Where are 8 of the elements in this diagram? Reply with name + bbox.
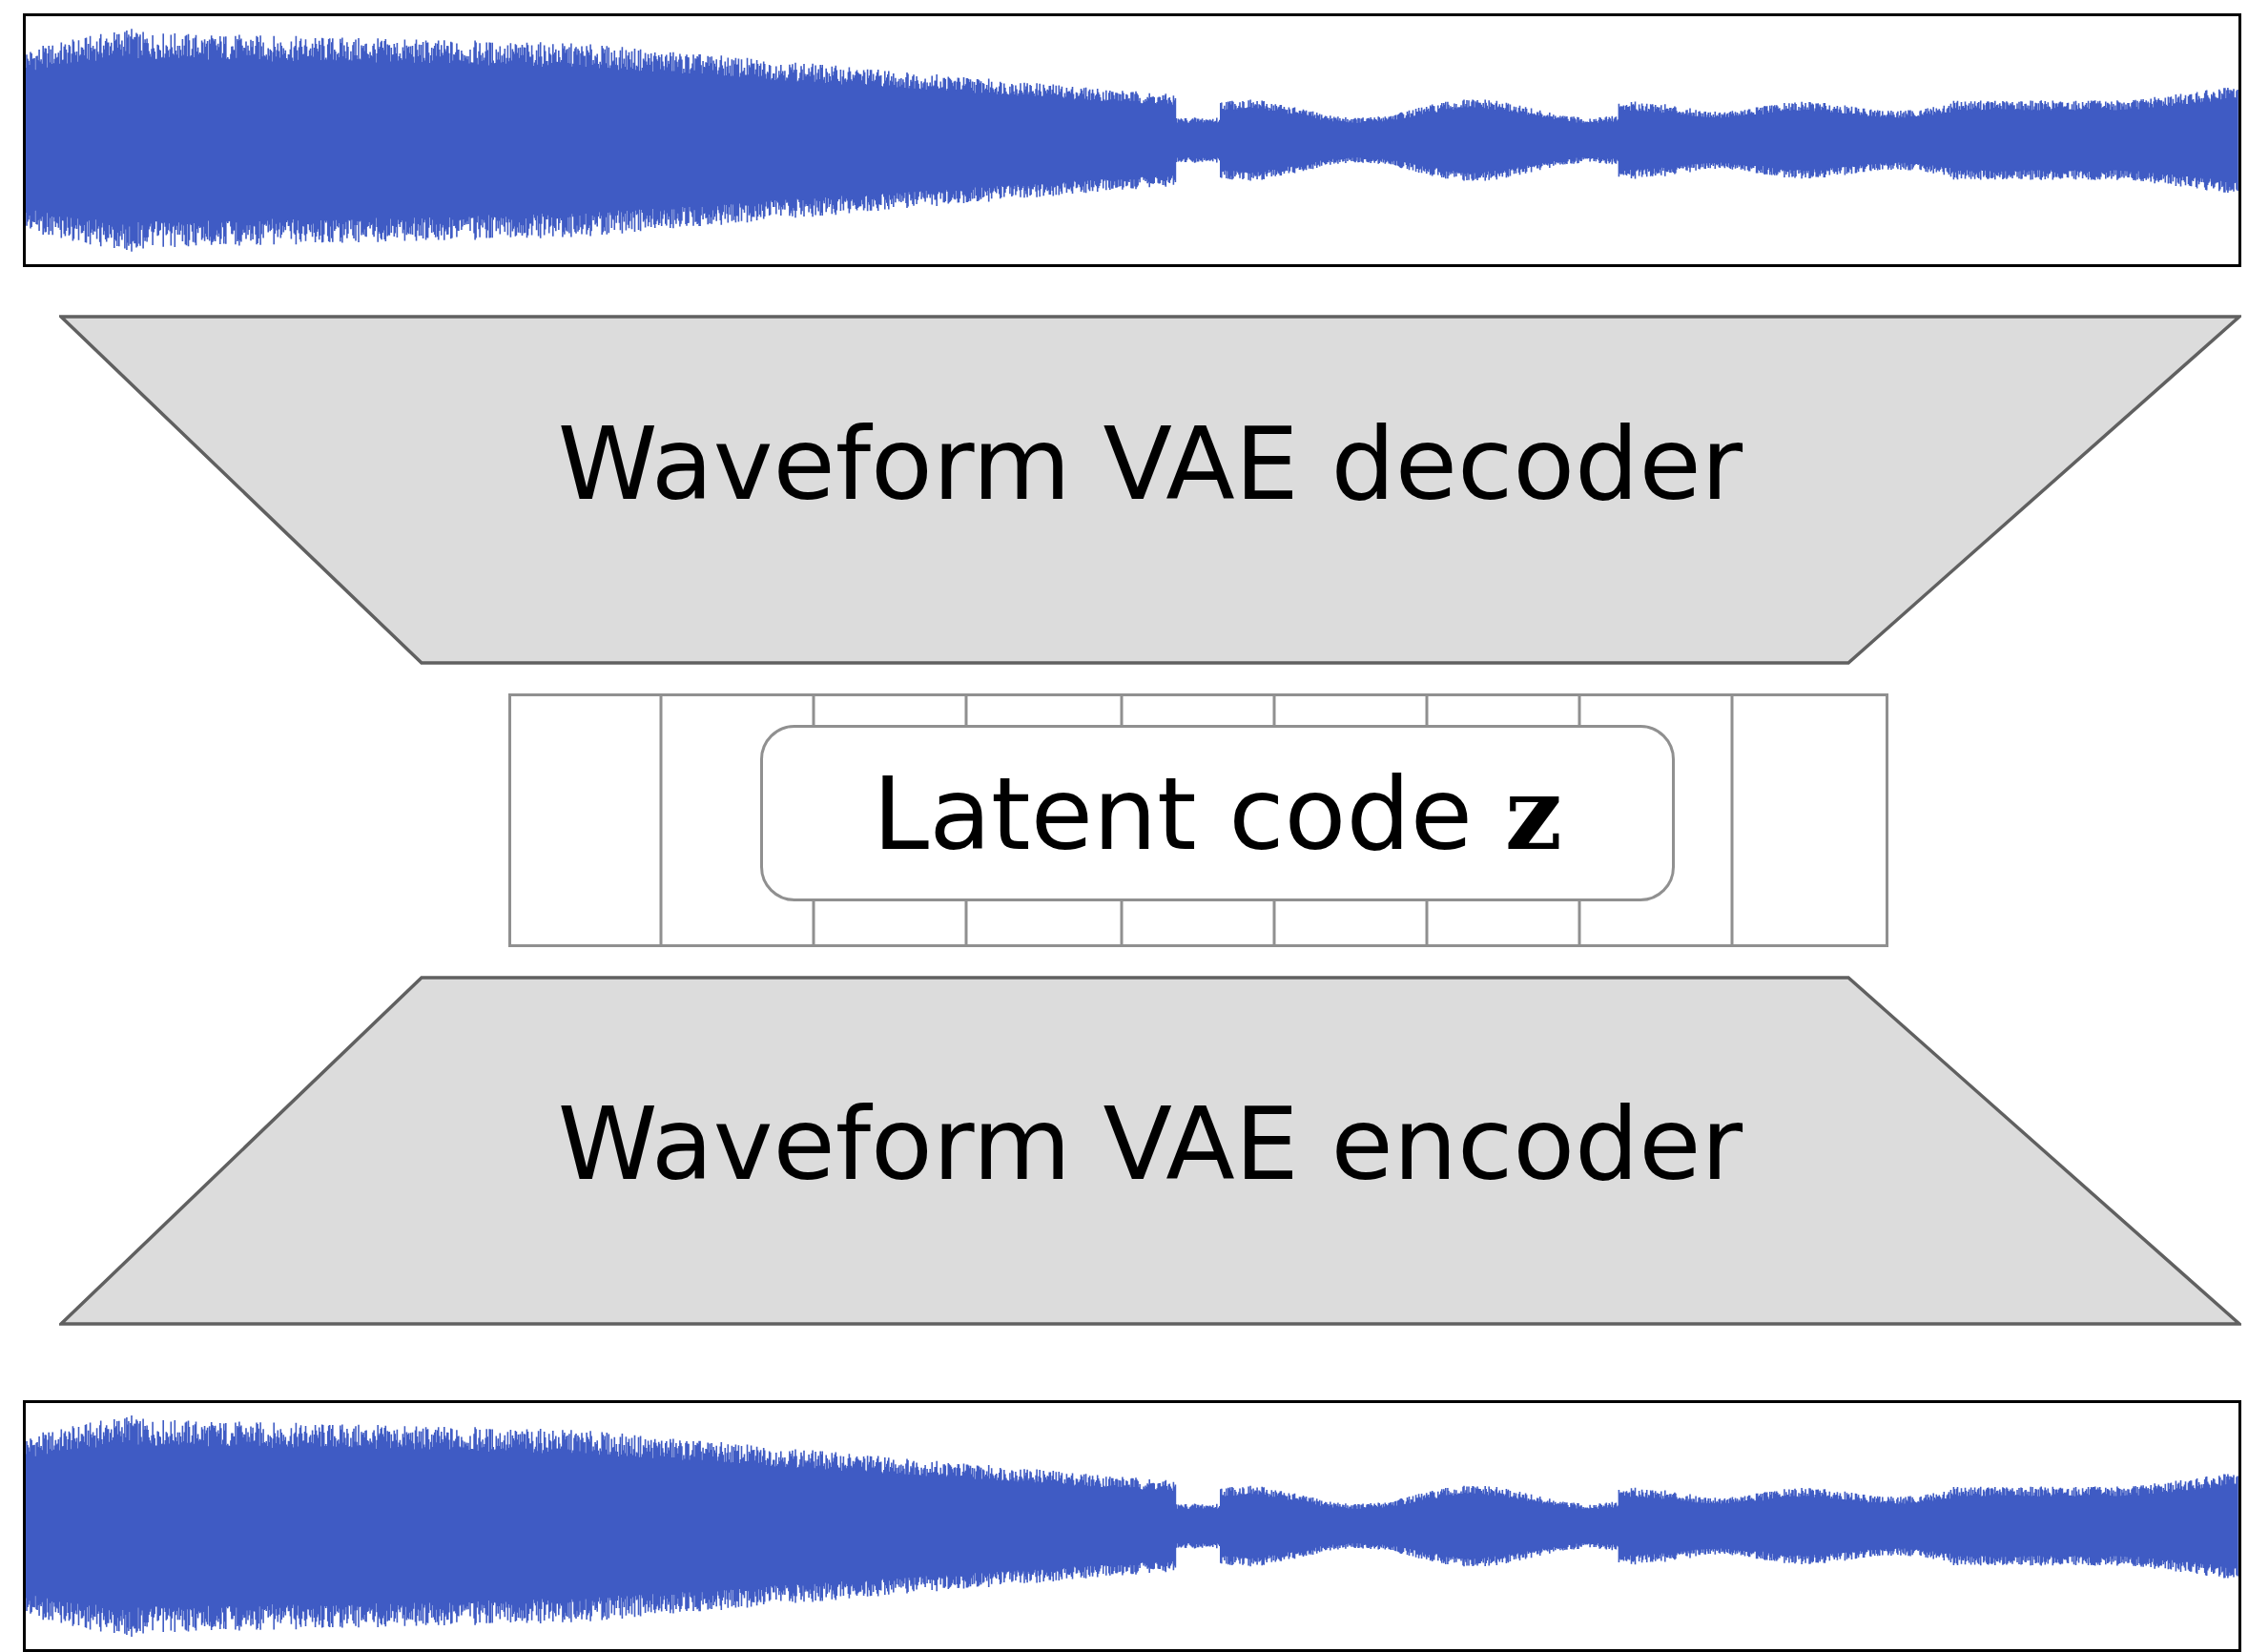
waveform-drawing: [23, 13, 2241, 267]
encoder-block: [59, 976, 2241, 1326]
latent-code-box: Latent code z: [760, 725, 1675, 901]
latent-grid: [508, 693, 1888, 947]
block-label: Waveform VAE decoder: [556, 405, 1744, 523]
waveform-drawing: [23, 1400, 2241, 1652]
decoder-block: [59, 315, 2241, 665]
block-label: Waveform VAE encoder: [556, 1085, 1744, 1203]
